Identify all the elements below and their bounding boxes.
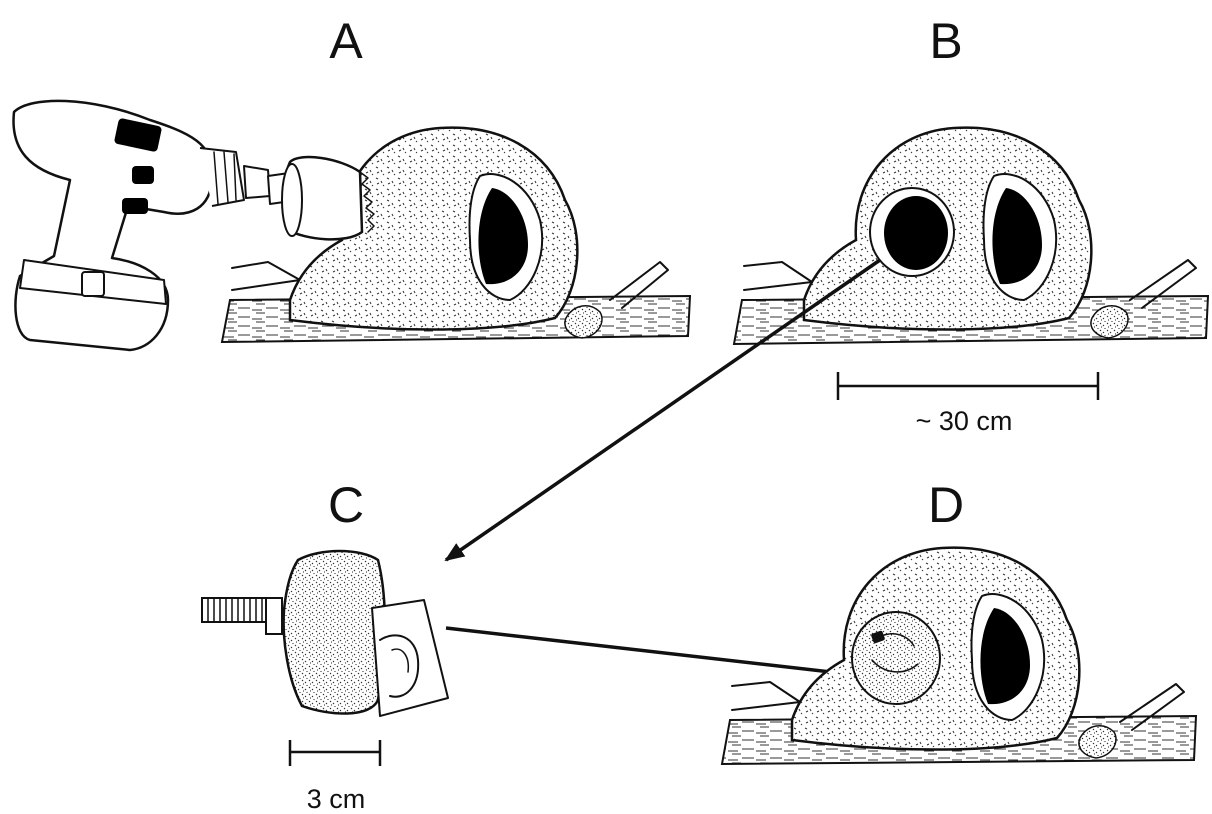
- scale-bar-plug: 3 cm: [290, 740, 380, 814]
- panel-d: D: [722, 477, 1196, 764]
- panel-c: C 3 cm: [202, 477, 448, 814]
- panel-a: A: [13, 13, 690, 350]
- scale-bar-plug-label: 3 cm: [307, 784, 366, 814]
- panel-b: B ~ 30 cm: [734, 13, 1208, 436]
- panel-label-c: C: [328, 477, 364, 533]
- scale-bar-nest-label: ~ 30 cm: [916, 406, 1013, 436]
- panel-label-d: D: [928, 477, 964, 533]
- panel-label-b: B: [929, 13, 962, 69]
- scale-bar-nest: ~ 30 cm: [838, 372, 1098, 436]
- plugged-hole-icon: [852, 612, 940, 704]
- bolt-icon: [202, 598, 282, 634]
- hole-saw-icon: [268, 157, 374, 239]
- arrow-icon: [446, 628, 866, 676]
- panel-label-a: A: [329, 13, 363, 69]
- drilled-hole-icon: [884, 196, 948, 270]
- nest-plug-icon: [202, 551, 448, 716]
